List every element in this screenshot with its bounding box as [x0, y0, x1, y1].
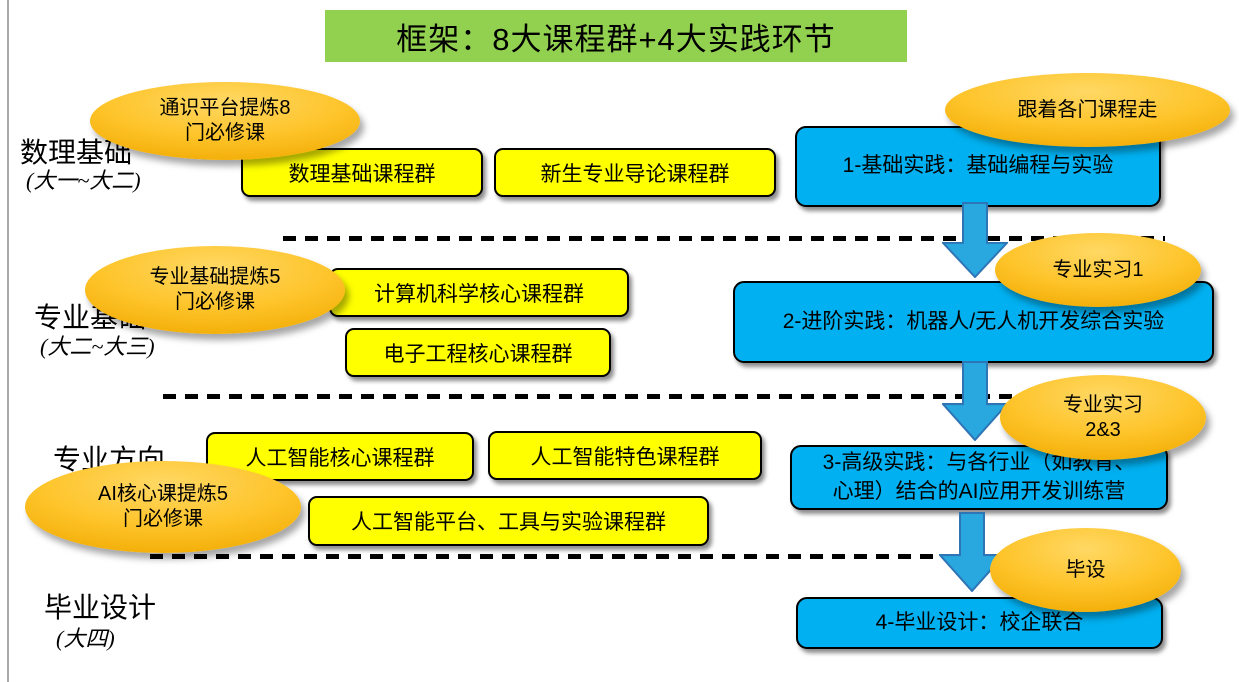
course-box-electronic-engineering: 电子工程核心课程群	[345, 328, 611, 377]
dashed-separator-2	[163, 394, 1155, 399]
stage-label-graduation-design: 毕业设计	[44, 593, 157, 624]
stage-sub-math-foundation: (大一~大二)	[26, 168, 141, 193]
callout-line: 通识平台提炼8	[159, 97, 291, 119]
down-arrow-1	[942, 202, 1008, 278]
course-box-computer-science: 计算机科学核心课程群	[329, 268, 629, 317]
callout-line: 门必修课	[123, 508, 203, 530]
callout-line: 毕设	[1065, 558, 1106, 581]
callout-line: 专业基础提炼5	[149, 266, 281, 288]
callout-internship-1: 专业实习1	[995, 233, 1201, 307]
dashed-separator-3	[150, 554, 1150, 559]
course-box-ai-special: 人工智能特色课程群	[488, 431, 762, 480]
course-box-freshman-intro: 新生专业导论课程群	[494, 148, 776, 197]
down-arrow-2	[942, 361, 1008, 441]
callout-general-platform: 通识平台提炼8 门必修课	[90, 82, 360, 160]
callout-line: 2&3	[1085, 418, 1121, 441]
down-arrow-3	[939, 512, 1005, 592]
callout-line: 门必修课	[185, 122, 265, 144]
callout-internship-2-3: 专业实习 2&3	[1000, 375, 1206, 460]
callout-line: 专业实习	[1063, 393, 1143, 416]
stage-sub-major-foundation: (大二~大三)	[40, 334, 155, 359]
callout-line: 跟着各门课程走	[1017, 98, 1158, 121]
callout-line: AI核心课提炼5	[97, 483, 229, 505]
dashed-separator-1	[283, 236, 1165, 241]
page-title: 框架：8大课程群+4大实践环节	[325, 10, 907, 62]
callout-line: 门必修课	[175, 291, 255, 313]
callout-ai-core: AI核心课提炼5 门必修课	[25, 461, 301, 553]
callout-major-foundation: 专业基础提炼5 门必修课	[85, 246, 345, 334]
callout-line: 专业实习1	[1052, 258, 1144, 281]
stage-sub-graduation-design: (大四)	[56, 626, 115, 651]
callout-follow-courses: 跟着各门课程走	[945, 73, 1230, 147]
practice-box-senior: 3-高级实践：与各行业（如教育、心理）结合的AI应用开发训练营	[790, 445, 1168, 510]
callout-graduation-project: 毕设	[990, 528, 1181, 612]
course-box-ai-platform-tools: 人工智能平台、工具与实验课程群	[308, 496, 709, 546]
slide-edge-line	[7, 0, 9, 682]
